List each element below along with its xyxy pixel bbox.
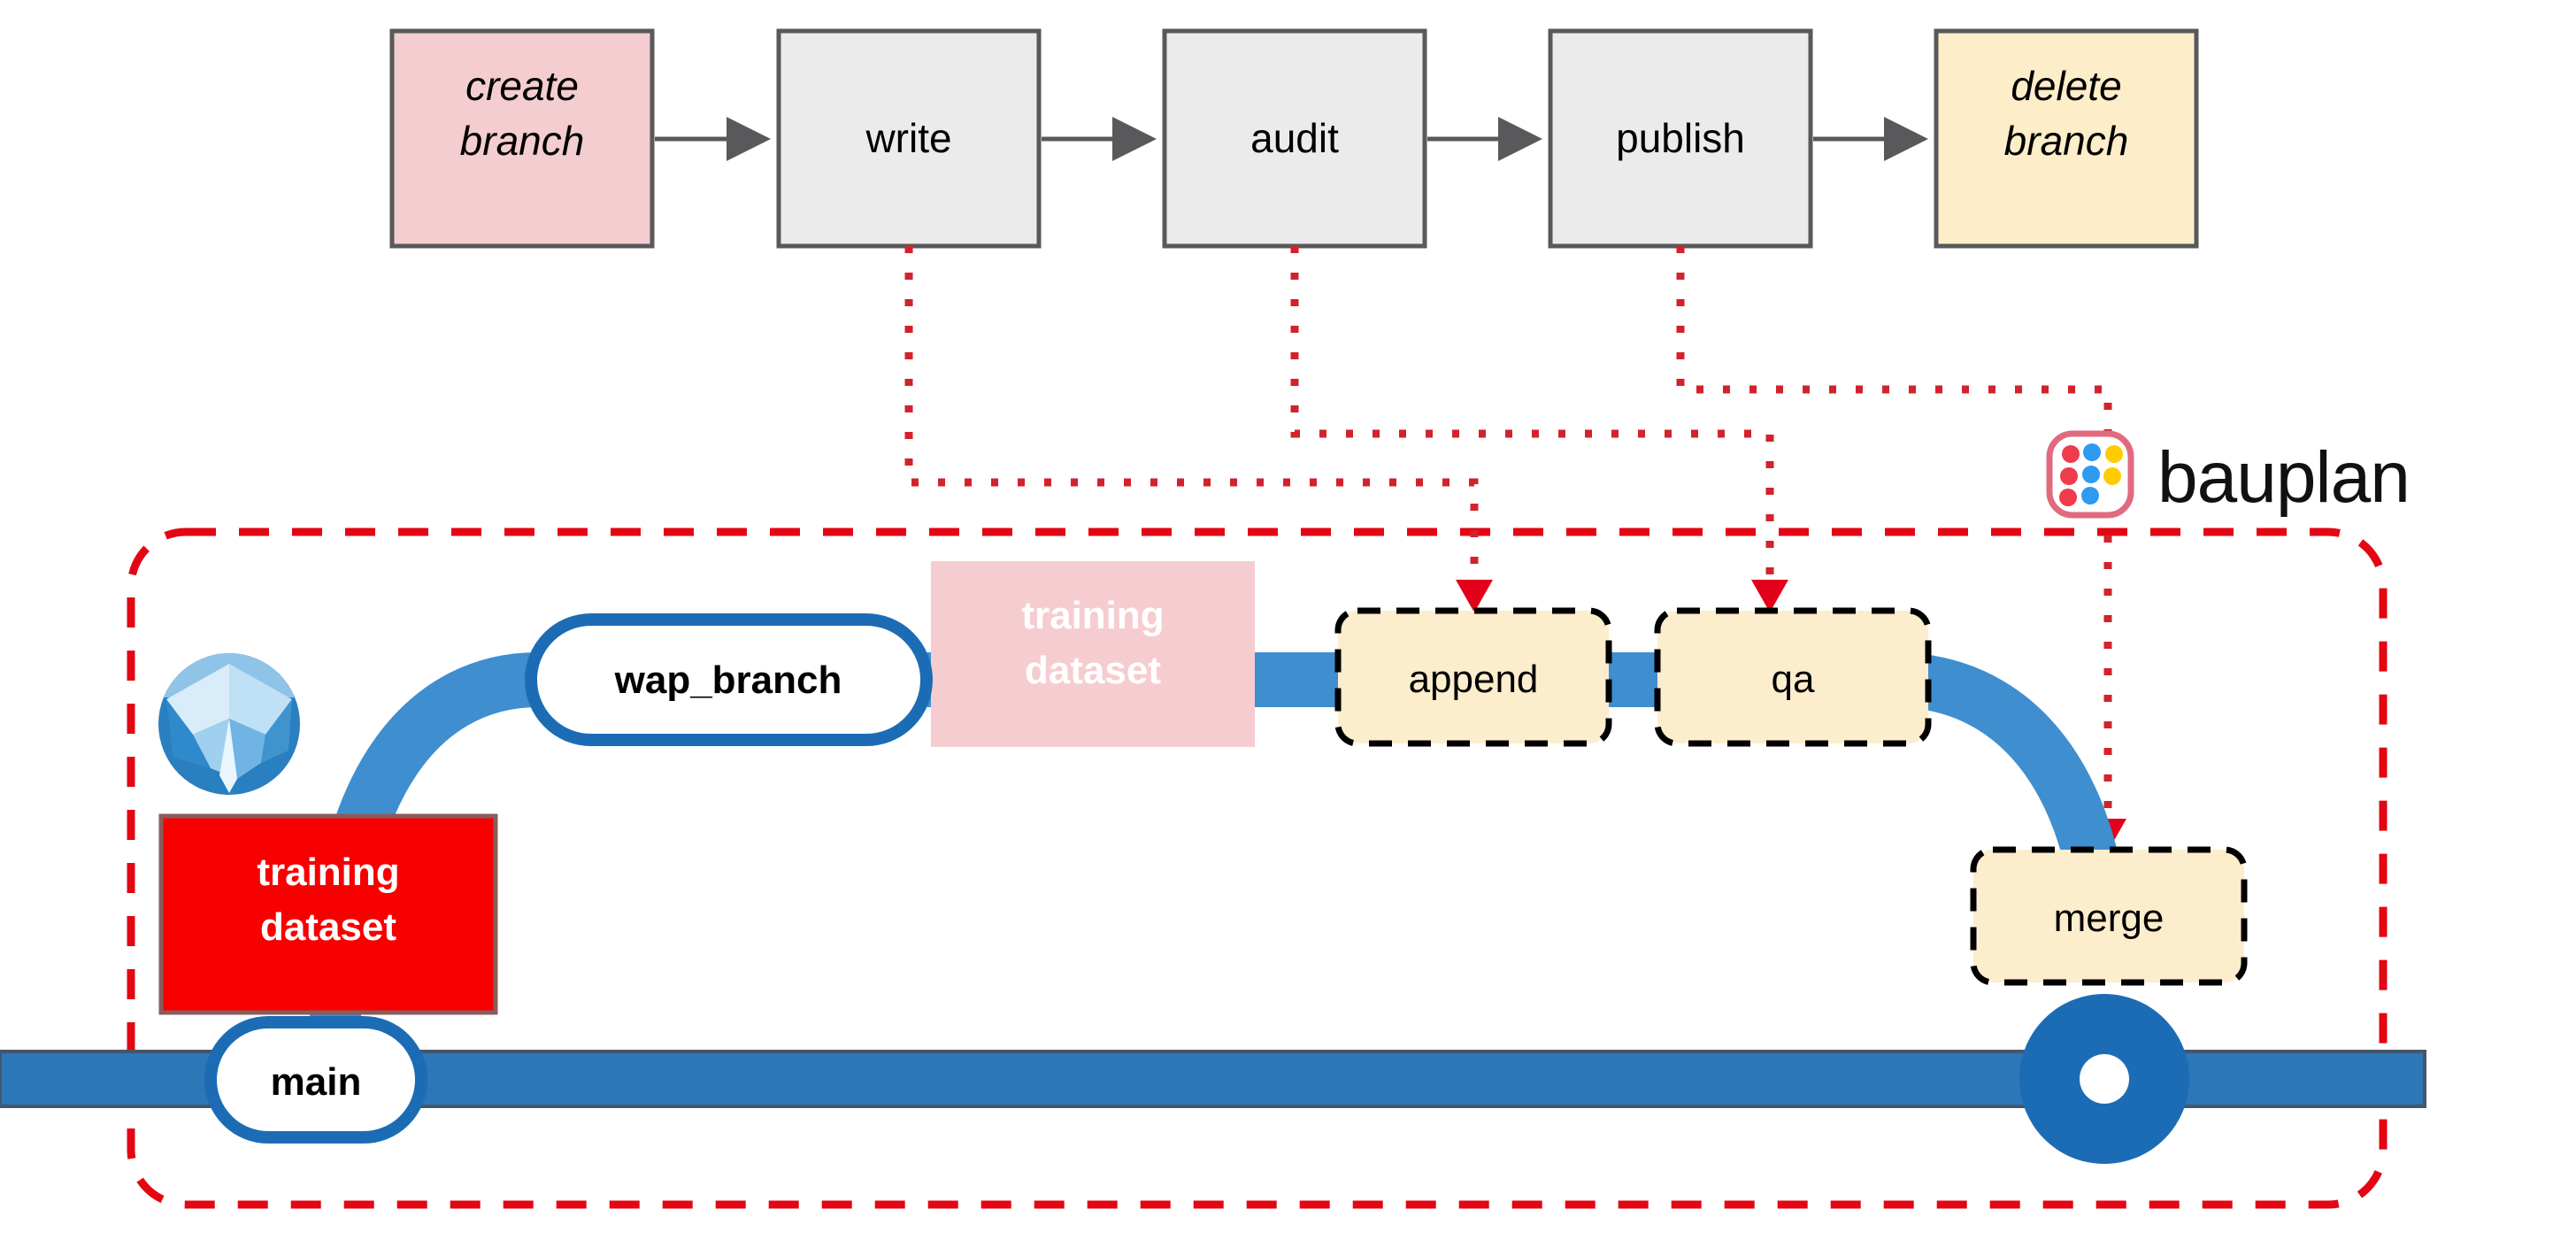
- operation-append-label: append: [1409, 658, 1539, 701]
- flow-step-create-branch[interactable]: create branch: [389, 28, 655, 249]
- arrowhead-append-icon: [1456, 580, 1493, 612]
- branch-pill-main[interactable]: main: [204, 1016, 427, 1144]
- mapping-links: [904, 246, 2112, 819]
- operation-qa-label: qa: [1772, 658, 1815, 701]
- flow-step-delete-branch-label-line1: delete: [2011, 63, 2121, 109]
- operation-merge-label: merge: [2054, 897, 2165, 940]
- arrowhead-qa-icon: [1751, 580, 1788, 612]
- table-wap-label-line1: training: [1021, 594, 1164, 637]
- flow-step-write[interactable]: write: [776, 28, 1042, 249]
- table-main-label-line1: training: [257, 851, 399, 894]
- table-main-training-dataset[interactable]: training dataset: [158, 813, 498, 1015]
- git-graph: training dataset training dataset wap_br…: [0, 561, 2426, 1164]
- flow-step-publish-label: publish: [1616, 115, 1745, 161]
- bauplan-wordmark: bauplan: [2157, 437, 2410, 518]
- table-wap-label-line2: dataset: [1025, 649, 1161, 692]
- bauplan-dots-logo-icon: [2046, 430, 2134, 519]
- flow-step-create-branch-label-line2: branch: [460, 118, 585, 164]
- table-wap-training-dataset[interactable]: training dataset: [931, 561, 1255, 747]
- flow-row: create branch write audit publish de: [389, 28, 2199, 249]
- branch-pill-main-label: main: [271, 1060, 362, 1104]
- branch-pill-wap_branch-label: wap_branch: [614, 659, 842, 702]
- operation-merge[interactable]: merge: [1970, 846, 2248, 986]
- merge-commit-node[interactable]: [2019, 994, 2189, 1164]
- flow-step-audit-label: audit: [1250, 115, 1339, 161]
- branch-pill-wap_branch[interactable]: wap_branch: [525, 613, 933, 746]
- flow-step-write-label: write: [865, 115, 951, 161]
- table-main-label-line2: dataset: [260, 905, 396, 949]
- mapping-link-audit-qa: [1290, 246, 1774, 580]
- mapping-link-write-append: [904, 246, 1479, 580]
- flow-step-audit[interactable]: audit: [1162, 28, 1427, 249]
- branch-lane-wap-seg2: [1239, 652, 1345, 707]
- bauplan-brand: bauplan: [2046, 430, 2411, 519]
- flow-step-delete-branch-label-line2: branch: [2004, 118, 2129, 164]
- flow-step-delete-branch[interactable]: delete branch: [1934, 28, 2199, 249]
- flow-step-create-branch-label-line1: create: [465, 63, 579, 109]
- apache-iceberg-icon: [158, 653, 300, 795]
- bauplan-region-container: [127, 528, 2388, 1209]
- operation-qa[interactable]: qa: [1654, 607, 1932, 747]
- operation-append[interactable]: append: [1334, 607, 1612, 747]
- flow-step-publish[interactable]: publish: [1548, 28, 1813, 249]
